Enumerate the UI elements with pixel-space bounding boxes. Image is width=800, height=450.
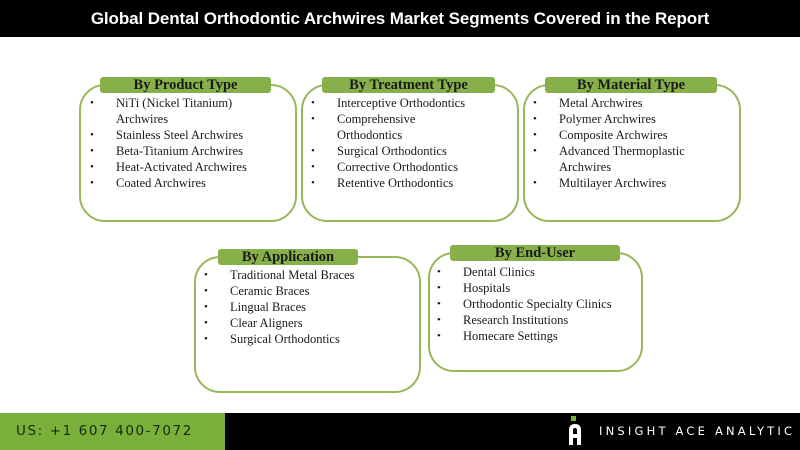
segment-header-product-type: By Product Type [100,77,271,93]
list-item: Retentive Orthodontics [303,175,508,191]
segment-list-product-type: NiTi (Nickel Titanium) Archwires Stainle… [82,95,282,191]
contact-phone: US: +1 607 400-7072 [0,413,225,450]
list-item: Metal Archwires [525,95,730,111]
list-item: Corrective Orthodontics [303,159,508,175]
list-item: Dental Clinics [429,264,641,280]
footer-brand-bar [225,413,800,450]
list-item: Coated Archwires [82,175,282,191]
list-item: Multilayer Archwires [525,175,730,191]
list-item: Stainless Steel Archwires [82,127,282,143]
list-item: Orthodontic Specialty Clinics [429,296,641,312]
list-item: Traditional Metal Braces [196,267,411,283]
page-title: Global Dental Orthodontic Archwires Mark… [0,0,800,37]
segment-header-end-user: By End-User [450,245,620,261]
list-item: Ceramic Braces [196,283,411,299]
list-item: Lingual Braces [196,299,411,315]
list-item: Surgical Orthodontics [303,143,508,159]
list-item: Beta-Titanium Archwires [82,143,282,159]
segment-header-application: By Application [218,249,358,265]
brand-name: INSIGHT ACE ANALYTIC [599,424,796,438]
list-item: Heat-Activated Archwires [82,159,282,175]
segment-header-treatment-type: By Treatment Type [322,77,495,93]
list-item: Comprehensive Orthodontics [303,111,443,143]
list-item: Polymer Archwires [525,111,730,127]
list-item: Research Institutions [429,312,641,328]
segment-header-material-type: By Material Type [545,77,717,93]
list-item: Hospitals [429,280,641,296]
list-item: NiTi (Nickel Titanium) Archwires [82,95,242,127]
segment-list-treatment-type: Interceptive Orthodontics Comprehensive … [303,95,508,191]
segment-list-end-user: Dental Clinics Hospitals Orthodontic Spe… [429,264,641,344]
segment-list-application: Traditional Metal Braces Ceramic Braces … [196,267,411,347]
segment-list-material-type: Metal Archwires Polymer Archwires Compos… [525,95,730,191]
list-item: Composite Archwires [525,127,730,143]
list-item: Advanced Thermoplastic Archwires [525,143,725,175]
list-item: Homecare Settings [429,328,641,344]
list-item: Interceptive Orthodontics [303,95,508,111]
list-item: Surgical Orthodontics [196,331,411,347]
insight-ace-logo-icon [569,416,581,445]
list-item: Clear Aligners [196,315,411,331]
